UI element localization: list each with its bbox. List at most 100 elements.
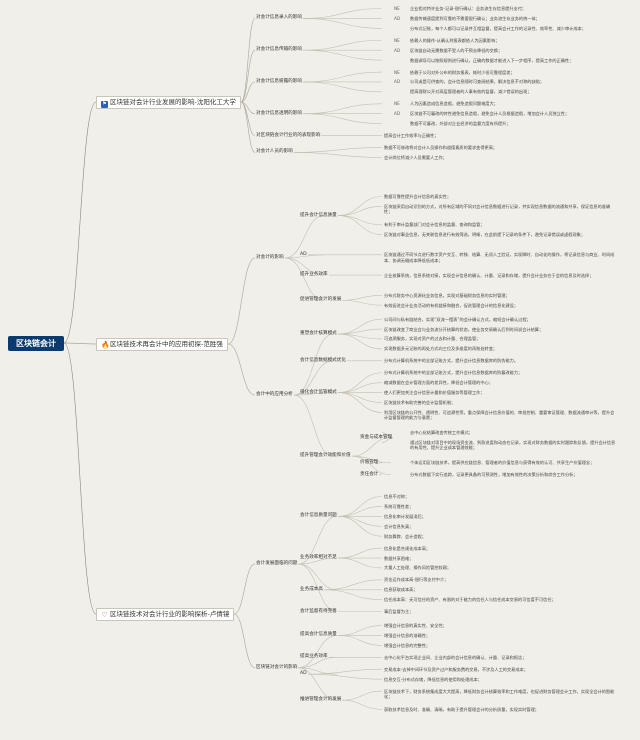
leaf-item: 系统可靠性差； — [384, 503, 414, 509]
node-branches-1-children-1-subs-1[interactable]: 会计信息数据模式优化 — [300, 357, 346, 363]
connector — [240, 101, 256, 136]
connector — [293, 152, 383, 158]
leaf-item: 提高理财公开对高层管理者的人事有效的监督，减少错误的出现； — [410, 89, 532, 95]
connector — [351, 455, 392, 476]
leaf-item: 分布式记账，每个人都可以记录并互相监督，提高会计工作的记录性、效率性、减少审计成… — [410, 25, 586, 31]
connector — [227, 343, 256, 396]
leaf-item: 信息交互-分布式存储，降低信息的使用和处理成本； — [384, 676, 482, 682]
node-branches-1-children-1-subs-3-subs-1[interactable]: 价值管理 — [360, 459, 379, 465]
leaf-item: 企业核算系统，信息系统对接，实现会计信息的确认、计量、记录和存储，提升会计业务在… — [384, 272, 594, 278]
connector — [307, 673, 383, 680]
tag-label: AD — [394, 15, 401, 21]
connector — [284, 254, 325, 259]
connector — [337, 382, 383, 393]
root-node[interactable]: 区块链会计 — [8, 336, 64, 351]
connector — [337, 635, 383, 646]
leaf-item: 区块链通过不同节点进行数字资产交互、转移、结算、无须人工验证，实现瞬时、自动化的… — [384, 252, 615, 263]
leaf-item: 个体运用区块链技术，提高供应链信息、管理者的价值信息与获得有效的认可、共享生产价… — [410, 460, 595, 466]
node-branches-2-children-0[interactable]: 会计发展面临的问题 — [256, 560, 298, 566]
leaf-item: 数据不可篡改，外部对企业经济的监督力度有所提升； — [410, 121, 511, 127]
leaf-item: 使人们更加关注会计信息计量和价值服务等管理工作； — [384, 390, 485, 396]
leaf-item: 数据可靠性提升会计信息的真实性； — [384, 194, 452, 199]
leaf-item: 增强会计信息的完整性； — [384, 642, 431, 648]
leaf-item: 区块链改变了商业会与业务流分开核算的状态，使业务交易确认后到时间说会计结算； — [384, 326, 544, 332]
leaf-item: 分布式数据下实行追踪，记录更具备的可预测性，增加有效性的决策分析和综合工作分析； — [410, 472, 578, 478]
node-branches-1-children-0[interactable]: 对会计的影响 — [256, 254, 284, 260]
node-branches-1-children-0-subs-0[interactable]: 提升会计信息质量 — [300, 212, 337, 218]
connector — [240, 49, 256, 103]
connector — [351, 437, 392, 457]
node-branches-0-children-3[interactable]: 对会计信息透明的影响 — [256, 110, 302, 116]
connector — [293, 392, 334, 396]
connector — [337, 392, 383, 403]
node-branches-2-children-1[interactable]: 区块链对会计的影响 — [256, 664, 298, 670]
leaf-item: 增强会计信息的真实性、安全性； — [384, 623, 447, 629]
leaf-item: 交易成本-去掉中间环节及资产过户和服务费的交易，不涉及人工的交易成本； — [384, 666, 528, 672]
node-branches-2-children-1-subs-3[interactable]: 推进管理会计的发展 — [300, 697, 342, 703]
leaf-item: 企业相对特许业务-记录-银行确认：业务流生存信息提升支付； — [410, 6, 527, 11]
node-branches-0-children-0[interactable]: 对会计信息录入的影响 — [256, 15, 302, 21]
leaf-item: 区块链技术下，财务系统集成度大大提高，降低财务会计核算效率和工作难度，也促进财务… — [384, 688, 615, 699]
connector — [297, 667, 338, 701]
connector — [302, 8, 383, 19]
branch-2[interactable]: 🔥区块链技术再会计中的应用初探-范胜强 — [96, 338, 228, 351]
node-branches-1-children-1-subs-3-subs-2[interactable]: 责任会计 — [360, 471, 379, 477]
node-branches-1-children-0-subs-3[interactable]: 促进管理会计的发展 — [300, 297, 342, 303]
branch-3[interactable]: ♡区块链技术对会计行业的影响探析-卢倩镜 — [96, 608, 235, 621]
leaf-item: 信任成本高：无可信任的资产、有限的对于能力的信任人与信任成本交易的可信度不可信任… — [384, 597, 556, 603]
connector — [337, 506, 383, 517]
connector — [297, 516, 338, 565]
leaf-item: 可追溯服务，实现对资产的过去和计量、合理监管； — [384, 336, 481, 342]
node-branches-1-children-1-subs-0[interactable]: 重塑会计核算模式 — [300, 331, 337, 337]
fire-icon: 🔥 — [101, 341, 110, 349]
node-branches-2-children-0-subs-3[interactable]: 会计监督有待完善 — [300, 608, 337, 614]
tag-label: NE — [394, 69, 400, 75]
branch-1[interactable]: ⚑区块链对会计行业发展的影响-沈阳化工大学 — [96, 96, 241, 109]
node-branches-1-children-1-subs-2[interactable]: 强化会计监管模式 — [300, 389, 337, 395]
tag-branches-2-children-1-subs-2[interactable]: AD — [300, 671, 307, 677]
tag-label: AD — [394, 47, 401, 53]
node-branches-0-children-2[interactable]: 对会计信息披露的影响 — [256, 78, 302, 84]
leaf-item: 区块链采用自动识别的方式，对所有区域的不同对会计信息数据进行记录，并实现信息数据… — [384, 203, 611, 215]
connector — [302, 18, 383, 29]
leaf-item: 人为因素造成信息造假，避免造假问题难度大； — [410, 101, 498, 107]
leaf-item: 数据传输速度提到可靠的不需要银行确认；业务流生存业务的统一体； — [410, 15, 540, 21]
node-branches-2-children-1-subs-0[interactable]: 提高会计信息质量 — [300, 632, 337, 638]
leaf-item: 获取技术信息及时、准确、清晰，有助于提升管理会计的分析质量，实现实时管理； — [384, 706, 539, 712]
node-branches-1-children-1[interactable]: 会计中的应用分析 — [256, 392, 293, 398]
connector — [337, 625, 383, 636]
tag-branches-1-children-0-subs-1[interactable]: AD — [300, 251, 307, 257]
node-branches-0-children-1[interactable]: 对会计信息传输的影响 — [256, 47, 302, 53]
connector — [227, 257, 256, 345]
connector — [302, 71, 383, 83]
branch-title: 区块链技术对会计行业的影响探析-卢倩镜 — [110, 610, 230, 618]
connector — [297, 657, 338, 669]
connector — [63, 342, 97, 615]
node-branches-1-children-1-subs-3[interactable]: 提升管理会计效能和价值 — [300, 453, 351, 459]
connector — [337, 547, 383, 559]
connector — [302, 39, 383, 51]
connector — [341, 690, 383, 701]
connector — [337, 557, 383, 569]
connector — [381, 437, 394, 443]
node-branches-1-children-0-subs-2[interactable]: 提升业务效率 — [300, 272, 328, 278]
leaf-item: 分布式计算机系统中的全部记账方式，提升会计信息数据库的防伪能力。 — [384, 358, 519, 364]
node-branches-2-children-0-subs-1[interactable]: 业务效率相对不足 — [300, 555, 337, 561]
leaf-item: 利用区块链的公开性、透明性、可追溯性等，重点保障会计信息价值的、审批控制、重要审… — [384, 409, 615, 421]
node-branches-1-children-1-subs-3-subs-0[interactable]: 资金与成本管理 — [360, 434, 393, 440]
leaf-item: 增强会计信息的准确性； — [384, 632, 431, 638]
branch-title: 区块链对会计行业发展的影响-沈阳化工大学 — [110, 98, 236, 106]
connector — [337, 215, 383, 225]
node-branches-2-children-0-subs-0[interactable]: 会计信息质量问题 — [300, 513, 337, 519]
node-branches-2-children-1-subs-1[interactable]: 提高业务效率 — [300, 654, 328, 660]
node-branches-2-children-0-subs-2[interactable]: 业务成本高 — [300, 586, 323, 592]
connector — [337, 372, 383, 393]
node-branches-0-children-5[interactable]: 对会计人员的影响 — [256, 149, 293, 155]
connector — [297, 557, 338, 565]
leaf-item: 事后监督为主； — [384, 609, 414, 615]
leaf-item: 会计岗位将减少人员需要人工作； — [384, 154, 447, 160]
connector — [302, 81, 383, 93]
node-branches-0-children-4[interactable]: 对区块链会计行业的的表现影响 — [256, 132, 321, 138]
leaf-item: 提高会计工作效率与正确性； — [384, 133, 439, 139]
